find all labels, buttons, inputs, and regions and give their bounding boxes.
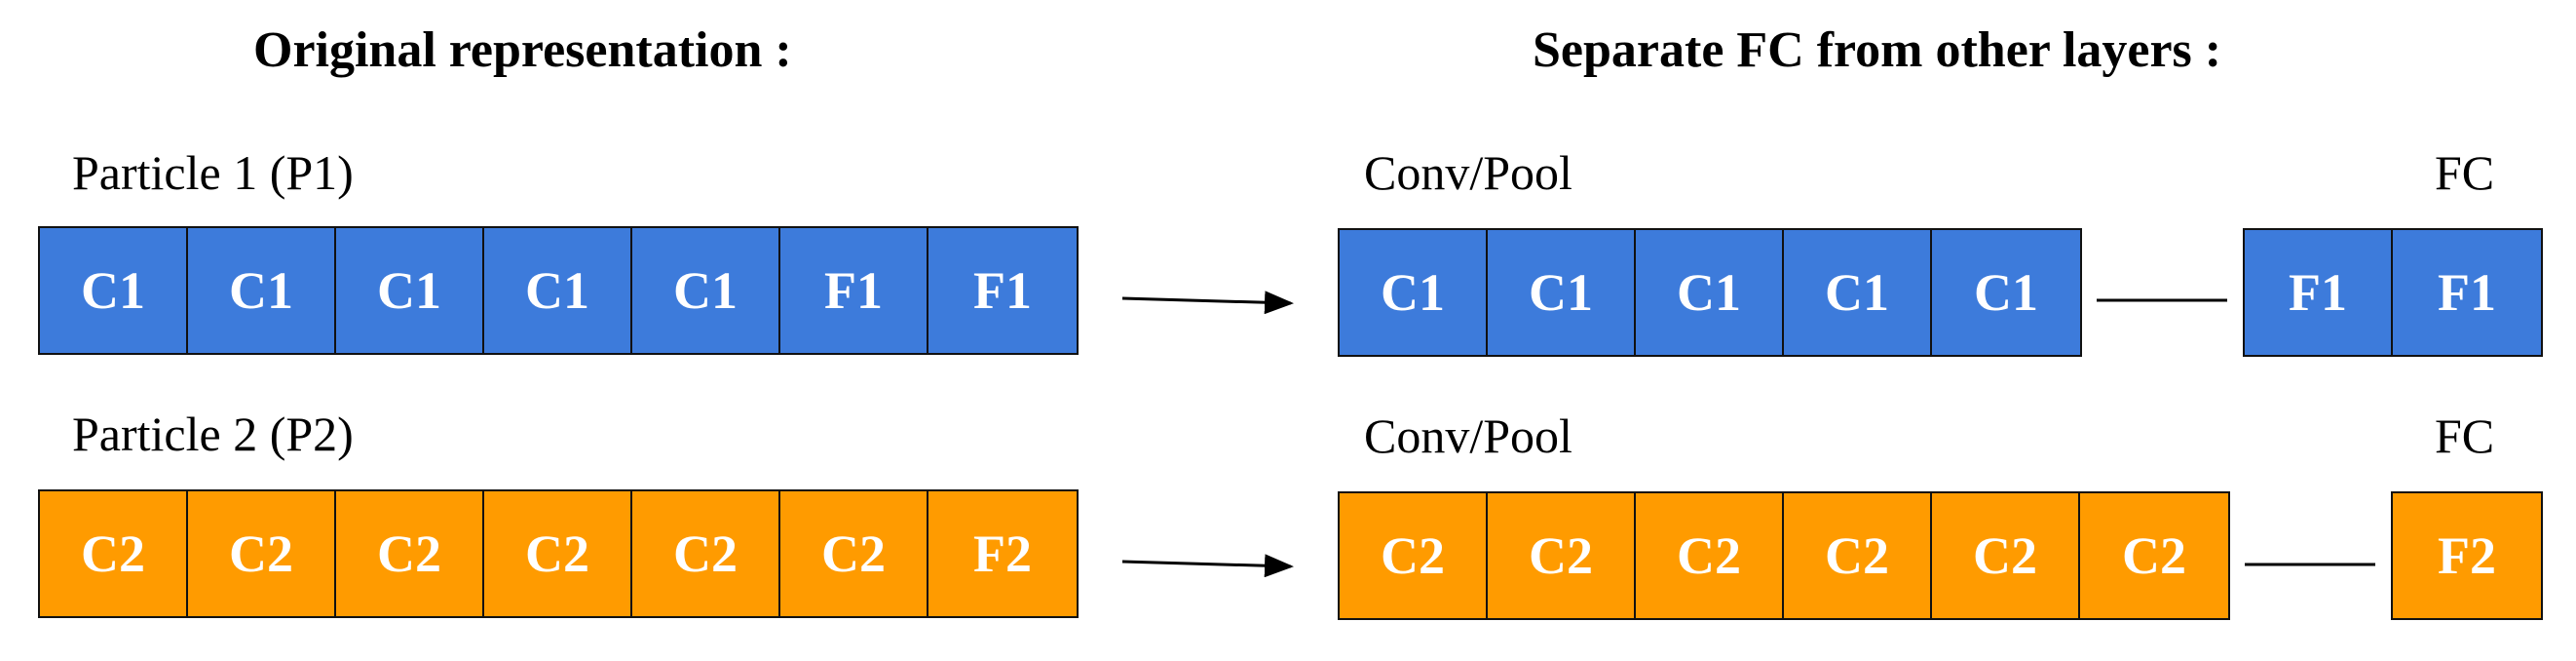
particle2-conv-cell: C2 — [1636, 493, 1784, 618]
particle1-conv-cell: C1 — [1340, 230, 1488, 355]
particle2-original-row: C2 C2 C2 C2 C2 C2 F2 — [38, 489, 1079, 618]
arrow-p2 — [1121, 554, 1294, 578]
particle2-cell: F2 — [928, 491, 1077, 616]
particle1-conv-cell: C1 — [1636, 230, 1784, 355]
particle1-cell: F1 — [780, 228, 928, 353]
particle1-cell: F1 — [928, 228, 1077, 353]
particle1-conv-label: Conv/Pool — [1364, 145, 1572, 200]
particle2-fc-label: FC — [2435, 408, 2495, 463]
particle2-cell: C2 — [484, 491, 632, 616]
particle2-cell: C2 — [632, 491, 780, 616]
particle2-conv-label: Conv/Pool — [1364, 408, 1572, 463]
particle2-label: Particle 2 (P2) — [72, 407, 354, 461]
title-separate-fc: Separate FC from other layers : — [1533, 22, 2222, 78]
particle2-fc-cell: F2 — [2393, 493, 2541, 618]
particle2-conv-cell: C2 — [1488, 493, 1636, 618]
particle1-conv-row: C1 C1 C1 C1 C1 — [1338, 228, 2082, 357]
particle1-fc-label: FC — [2435, 145, 2495, 200]
particle1-fc-row: F1 F1 — [2243, 228, 2543, 357]
particle2-cell: C2 — [780, 491, 928, 616]
particle2-cell: C2 — [40, 491, 188, 616]
particle1-cell: C1 — [188, 228, 336, 353]
particle2-conv-cell: C2 — [1340, 493, 1488, 618]
particle2-cell: C2 — [188, 491, 336, 616]
particle1-original-row: C1 C1 C1 C1 C1 F1 F1 — [38, 226, 1079, 355]
particle1-cell: C1 — [484, 228, 632, 353]
title-original-representation: Original representation : — [253, 22, 792, 78]
particle2-cell: C2 — [336, 491, 484, 616]
particle1-cell: C1 — [632, 228, 780, 353]
particle1-conv-cell: C1 — [1488, 230, 1636, 355]
particle2-conv-cell: C2 — [2080, 493, 2228, 618]
particle1-cell: C1 — [40, 228, 188, 353]
particle1-conv-cell: C1 — [1784, 230, 1932, 355]
particle1-fc-cell: F1 — [2393, 230, 2541, 355]
particle1-label: Particle 1 (P1) — [72, 145, 354, 200]
particle1-cell: C1 — [336, 228, 484, 353]
arrow-p1 — [1121, 291, 1294, 315]
particle2-fc-row: F2 — [2391, 491, 2543, 620]
particle2-conv-cell: C2 — [1932, 493, 2080, 618]
particle1-fc-cell: F1 — [2245, 230, 2393, 355]
particle2-conv-row: C2 C2 C2 C2 C2 C2 — [1338, 491, 2230, 620]
particle2-conv-cell: C2 — [1784, 493, 1932, 618]
particle1-conv-cell: C1 — [1932, 230, 2080, 355]
